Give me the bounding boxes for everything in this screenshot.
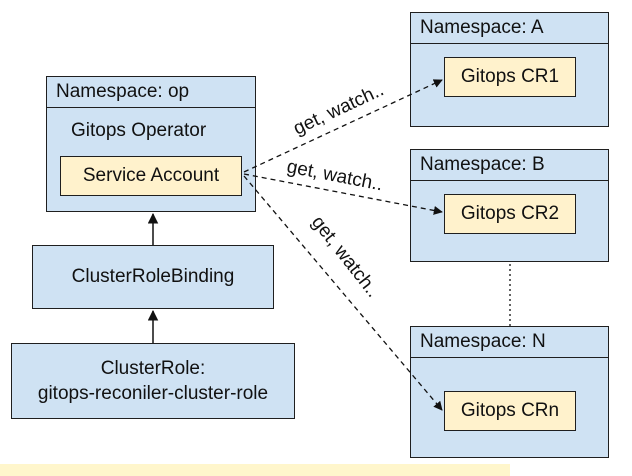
namespace-a-box: Namespace: A Gitops CR1 [410, 12, 609, 127]
bottom-highlight-strip [0, 464, 510, 476]
service-account-node: Service Account [60, 156, 242, 196]
namespace-a-header: Namespace: A [411, 13, 608, 44]
operator-namespace-header: Namespace: op [47, 77, 255, 108]
gitops-crn-node: Gitops CRn [444, 391, 576, 431]
namespace-b-header: Namespace: B [411, 150, 608, 181]
gitops-cr1-node: Gitops CR1 [444, 57, 576, 97]
cluster-role-binding-label: ClusterRoleBinding [71, 266, 235, 287]
namespace-b-box: Namespace: B Gitops CR2 [410, 149, 609, 262]
cluster-role-binding-node: ClusterRoleBinding [32, 245, 274, 309]
cluster-role-line1: ClusterRole: [100, 358, 206, 379]
gitops-operator-title: Gitops Operator [71, 120, 207, 141]
cluster-role-line2: gitops-reconiler-cluster-role [37, 383, 269, 404]
namespace-n-box: Namespace: N Gitops CRn [410, 326, 609, 458]
edge-label-cr2: get, watch.. [285, 156, 384, 195]
cluster-role-node: ClusterRole: gitops-reconiler-cluster-ro… [11, 343, 295, 419]
gitops-cr2-node: Gitops CR2 [444, 194, 576, 234]
namespace-n-header: Namespace: N [411, 327, 608, 358]
edge-label-crn: get, watch.. [307, 212, 383, 302]
edge-label-cr1: get, watch.. [290, 79, 387, 139]
operator-namespace-box: Namespace: op Gitops Operator Service Ac… [46, 76, 256, 212]
